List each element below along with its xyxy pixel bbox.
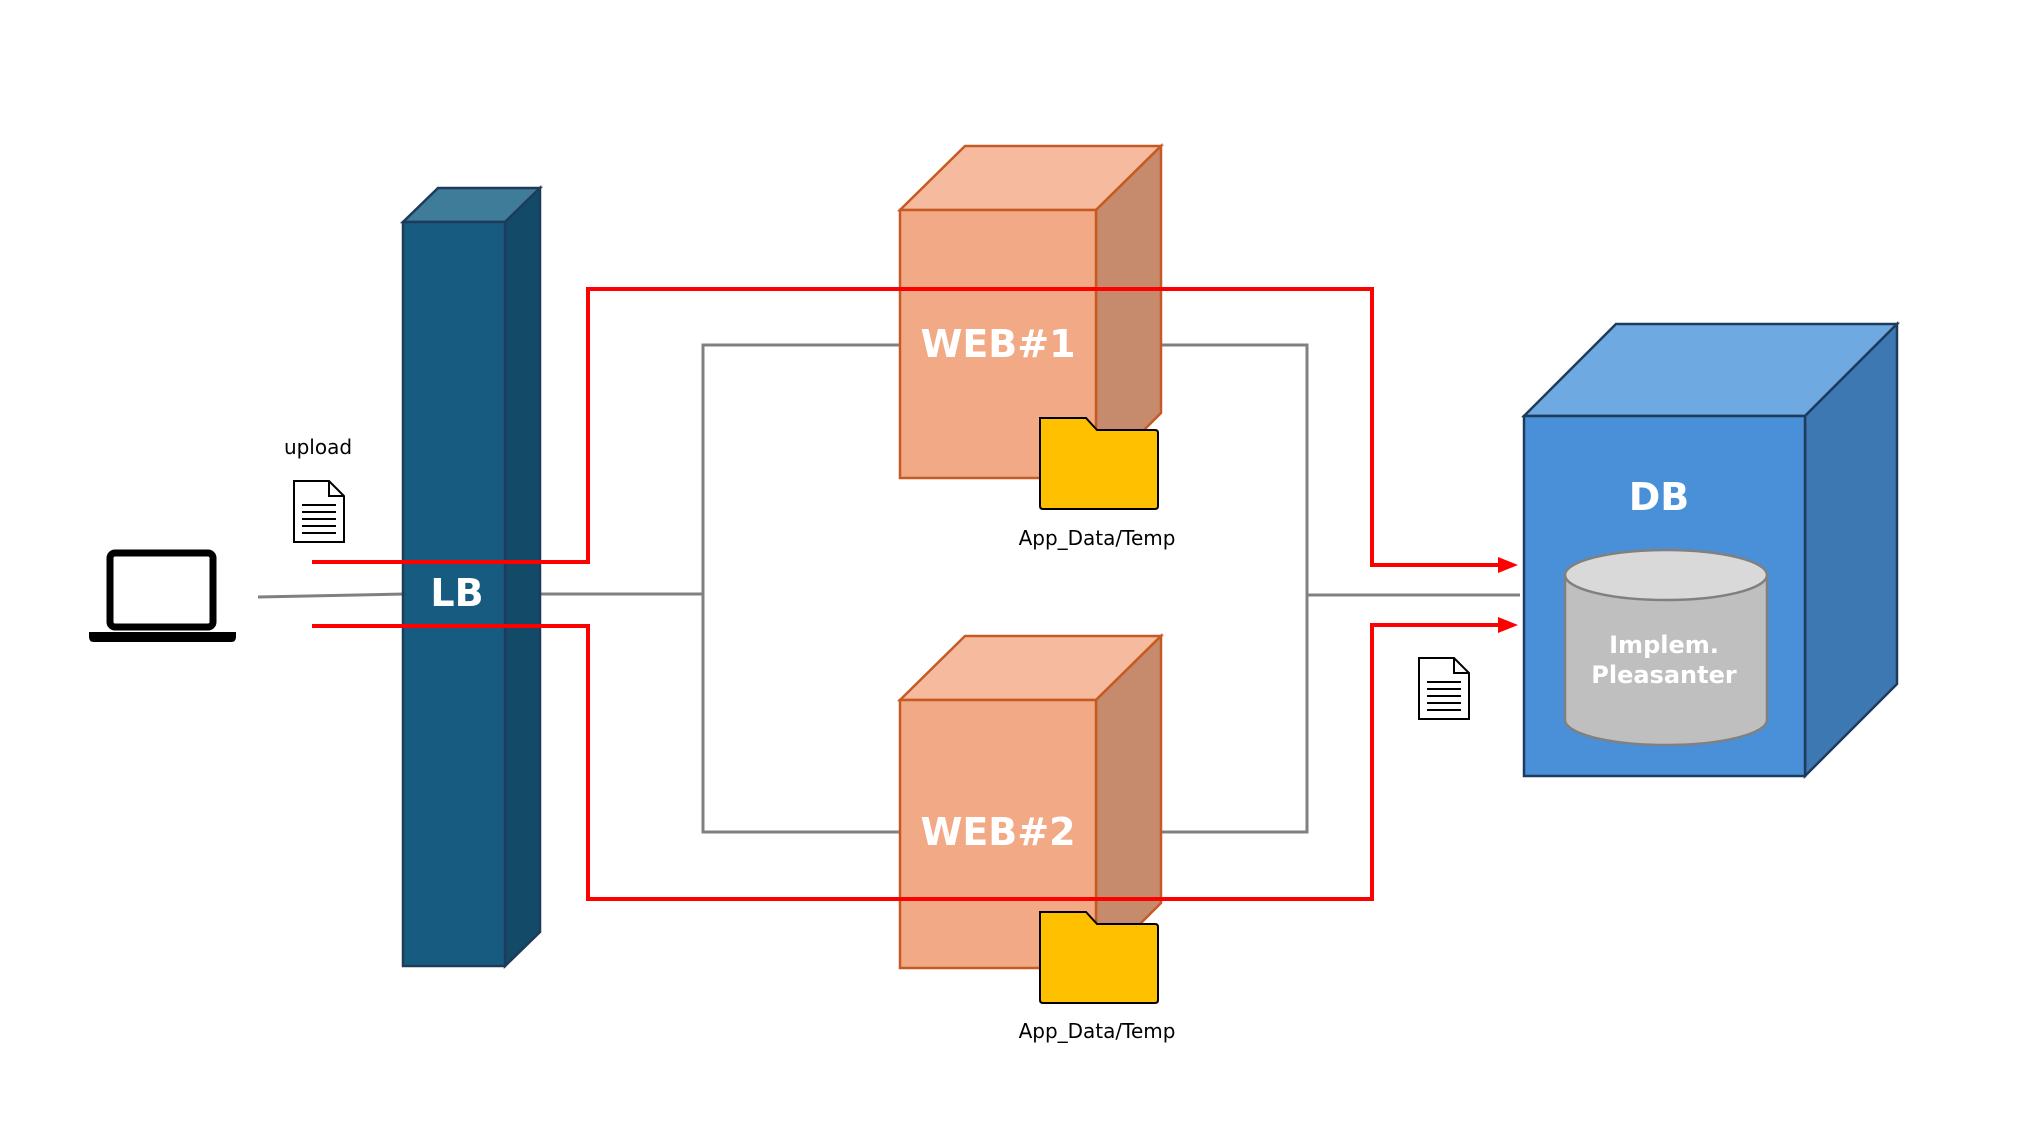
flow-line-lower (312, 623, 1500, 901)
folder-icon (1039, 911, 1159, 1004)
db-inner-label-line2: Pleasanter (1591, 661, 1737, 689)
laptop-base (89, 632, 236, 642)
db-label: DB (1629, 475, 1690, 519)
folder1-label: App_Data/Temp (1019, 526, 1176, 550)
web-server-1 (896, 143, 1165, 482)
db-document-fold (1453, 658, 1469, 674)
load-balancer (399, 185, 544, 969)
network-lines (257, 343, 1520, 834)
db-inner-label-line1: Implem. (1609, 631, 1719, 659)
lb-front-face (401, 220, 507, 968)
network-line-web1-right (1096, 343, 1309, 834)
folder2-label: App_Data/Temp (1019, 1019, 1176, 1043)
flow-line-upper (312, 287, 1500, 567)
laptop-icon (89, 549, 236, 642)
folder1-shape (1039, 417, 1159, 510)
network-line-web1-left (701, 343, 900, 834)
web1-label: WEB#1 (920, 322, 1075, 366)
lb-label: LB (430, 571, 483, 615)
web2-label: WEB#2 (920, 810, 1075, 854)
laptop-screen (106, 549, 217, 631)
flow-arrow-upper (1498, 557, 1518, 573)
folder-icon (1039, 417, 1159, 510)
document-icon (1418, 657, 1470, 720)
network-line-client-lb (257, 592, 406, 599)
web-server-2 (896, 633, 1165, 972)
flow-arrow-lower (1498, 617, 1518, 633)
cylinder-top (1563, 548, 1769, 602)
upload-document-fold (328, 481, 344, 497)
cylinder-body (1563, 573, 1769, 747)
database-cylinder-icon (1563, 548, 1769, 747)
folder2-shape (1039, 911, 1159, 1004)
lb-side-face (503, 185, 542, 969)
upload-label: upload (284, 435, 352, 459)
document-icon (293, 480, 345, 543)
upload-flow-lines (312, 287, 1500, 901)
